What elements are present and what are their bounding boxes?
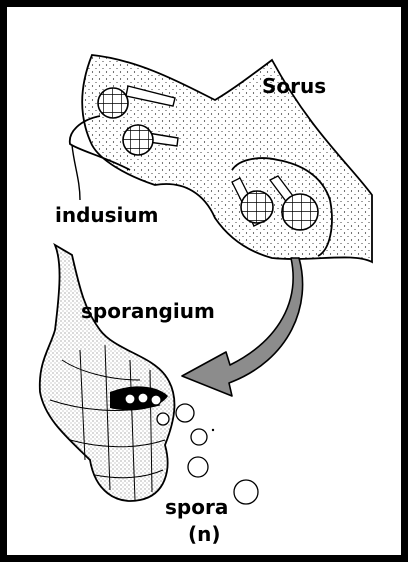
- spore: [234, 480, 258, 504]
- spore: [191, 429, 207, 445]
- spore: [157, 413, 169, 425]
- spore: [212, 429, 214, 431]
- leaf-shape: [82, 55, 372, 262]
- label-spora: spora: [165, 497, 228, 517]
- spore: [188, 457, 208, 477]
- sporangium-drawing: [40, 245, 175, 501]
- label-sporangium: sporangium: [81, 301, 215, 321]
- spore: [176, 404, 194, 422]
- label-indusium: indusium: [55, 205, 159, 225]
- label-sorus: Sorus: [262, 76, 326, 96]
- magnify-arrow: [182, 258, 303, 396]
- label-ploidy: (n): [188, 524, 221, 544]
- indusium-leader-line: [72, 145, 80, 200]
